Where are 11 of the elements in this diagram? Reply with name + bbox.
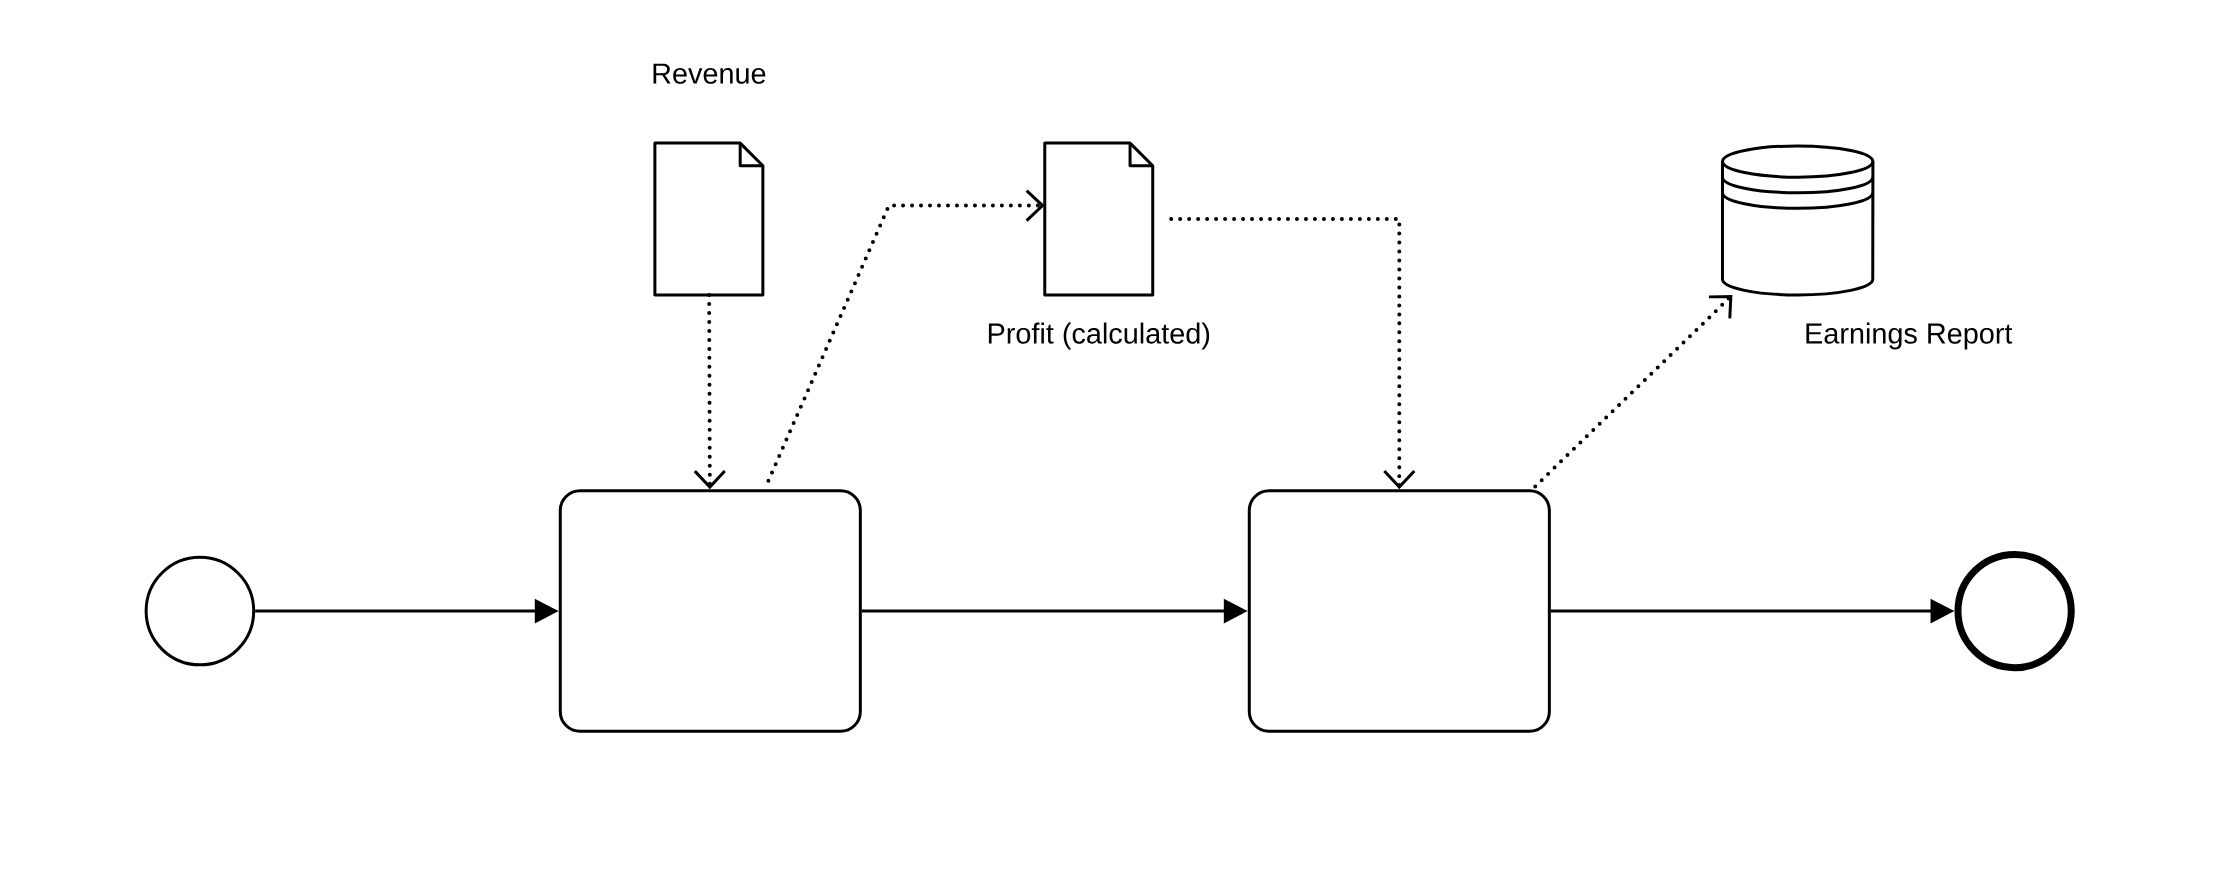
- start-event-circle: [144, 555, 256, 667]
- dotted-arrow: [693, 293, 726, 490]
- end-event-circle: [1954, 551, 2075, 672]
- task-box: [1247, 489, 1551, 734]
- data-label: Profit (calculated): [988, 322, 1210, 350]
- data-label: Revenue: [653, 63, 766, 84]
- dotted-arrow: [1169, 217, 1416, 490]
- dotted-arrow: [1533, 295, 1733, 489]
- data-label: Earnings Report: [1806, 322, 2013, 350]
- task-box: [558, 489, 862, 734]
- dotted-arrow: [766, 189, 1045, 483]
